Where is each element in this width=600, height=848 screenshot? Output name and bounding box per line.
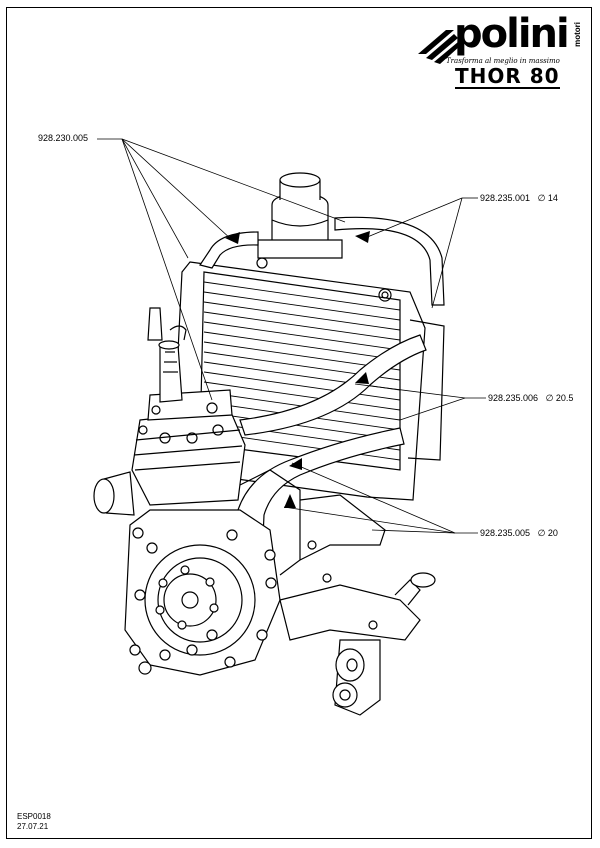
page-frame [6,7,592,839]
middle-hose-928-235-006 [239,334,427,436]
part-diameter: ∅ 20 [537,528,558,538]
model-title: THOR 80 [455,64,560,89]
leader-lines [97,138,486,534]
brand-tagline: Trasforma al meglio in massimo [446,57,560,65]
part-code: 928.235.001 [480,193,531,203]
part-code: 928.230.005 [38,133,89,143]
polini-stripes-logo [418,30,460,64]
exhaust-outlet [93,471,135,516]
callout-928-235-005: 928.235.005 ∅ 20 [480,528,558,539]
callout-928-235-001: 928.235.001 ∅ 14 [480,193,558,204]
brand-subname: motori [573,22,582,47]
cylinder-head [131,389,246,506]
brand-logo: polini motori [414,12,586,68]
spark-plug [147,307,187,403]
crankcase [124,469,301,676]
part-code: 928.235.005 [480,528,531,538]
document-date: 27.07.21 [17,822,49,831]
part-diameter: ∅ 20.5 [545,393,574,403]
brand-name: polini [454,11,570,57]
part-code: 928.235.006 [488,393,539,403]
callout-928-230-005: 928.230.005 [38,133,88,144]
upper-hose-928-235-001 [199,216,445,306]
document-code: ESP0018 [17,812,51,821]
coolant-filler-cap [257,172,343,259]
part-diameter: ∅ 14 [537,193,558,203]
engine-mount-arm [279,494,436,716]
callout-928-235-006: 928.235.006 ∅ 20.5 [488,393,573,404]
flow-arrows [225,231,370,508]
